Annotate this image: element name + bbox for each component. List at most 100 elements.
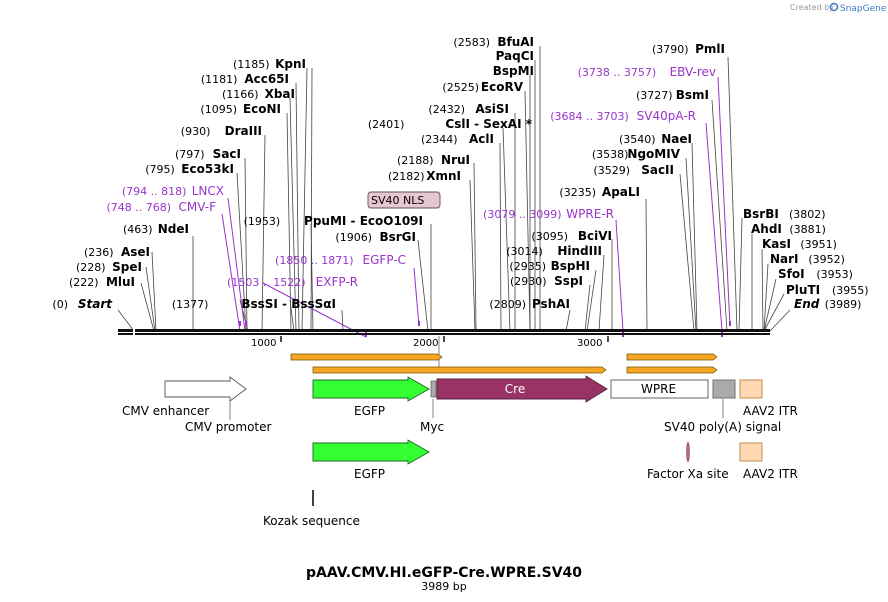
enzyme-site[interactable]: KpnI(1185) (233, 57, 306, 71)
primer-name: CMV-F (179, 200, 217, 214)
enzyme-site[interactable]: BsrGI(1906) (335, 230, 416, 244)
enzyme-site[interactable]: AseI(236) (84, 245, 150, 259)
enzyme-site[interactable]: PmlI(3790) (652, 42, 725, 56)
wpre-feature[interactable]: WPRE (610, 379, 709, 399)
enzyme-site[interactable]: AclI(2344) (421, 132, 494, 146)
enzyme-name: PmlI (695, 42, 725, 56)
factor-xa-feature[interactable] (686, 441, 690, 463)
enzyme-position: (228) (76, 261, 106, 274)
enzyme-site[interactable]: PaqCI (496, 49, 534, 63)
primer-site[interactable]: SV40pA-R(3684 .. 3703) (550, 109, 696, 123)
enzyme-position: (2401) (368, 118, 405, 131)
enzyme-name: PpuMI - EcoO109I (304, 214, 423, 228)
enzyme-site[interactable]: ApaLI (3235) (559, 185, 640, 199)
enzyme-position: (2930) (510, 275, 547, 288)
primer-range: (1503 .. 1522) (227, 276, 306, 289)
primer-range: (1850 .. 1871) (275, 254, 354, 267)
enzyme-site[interactable]: EcoRV(2525) (442, 80, 523, 94)
primer-labels: LNCX(794 .. 818) CMV-F (748 .. 768) EXFP-R(… (106, 65, 716, 289)
sv40-nls-tag[interactable]: SV40 NLS (367, 191, 441, 209)
primer-site[interactable]: LNCX(794 .. 818) (122, 184, 224, 198)
primer-site[interactable]: EXFP-R(1503 .. 1522) (227, 275, 358, 289)
enzyme-site[interactable]: SpeI (228) (76, 260, 142, 274)
enzyme-site[interactable]: XmnI(2182) (388, 169, 461, 183)
enzyme-site[interactable]: NaeI(3540) (619, 132, 692, 146)
enzyme-site[interactable]: PluTI(3955) (786, 283, 869, 297)
enzyme-name: Start (78, 297, 113, 311)
enzyme-name: SfoI (778, 267, 805, 281)
myc-feature[interactable] (430, 380, 437, 398)
cre-label: Cre (505, 382, 525, 396)
enzyme-name: ApaLI (602, 185, 640, 199)
enzyme-site[interactable]: Eco53kI(795) (145, 162, 234, 176)
enzyme-name: DraIII (225, 124, 262, 138)
enzyme-position: (2182) (388, 170, 425, 183)
enzyme-name: CslI - SexAI * (445, 117, 532, 131)
enzyme-name: BfuAI (497, 35, 534, 49)
enzyme-name: BciVI (578, 229, 612, 243)
enzyme-name: End (794, 297, 820, 311)
enzyme-site[interactable]: SacI(797) (175, 147, 241, 161)
enzyme-site[interactable]: MluI(222) (69, 275, 135, 289)
cmv-enhancer-feature[interactable] (164, 376, 247, 402)
sv40-polya-label: SV40 poly(A) signal (664, 420, 781, 434)
egfp-feature[interactable] (312, 376, 430, 402)
enzyme-site[interactable]: EcoNI(1095) (200, 102, 281, 116)
enzyme-site[interactable]: BspMI (493, 64, 534, 78)
enzyme-site[interactable]: BsmI(3727) (636, 88, 709, 102)
enzyme-site[interactable]: NruI(2188) (397, 153, 470, 167)
aav2-itr-feature-2[interactable] (739, 442, 763, 462)
enzyme-site[interactable]: BciVI(3095) (531, 229, 612, 243)
enzyme-site[interactable]: BfuAI(2583) (453, 35, 534, 49)
cre-feature[interactable]: Cre (436, 375, 608, 403)
primer-site[interactable]: WPRE-R(3079 .. 3099) (483, 207, 614, 221)
enzyme-site[interactable]: Acc65I(1181) (201, 72, 289, 86)
enzyme-site[interactable]: AsiSI(2432) (428, 102, 509, 116)
sv40-polya-feature[interactable] (712, 379, 736, 399)
primer-site[interactable]: EBV-rev(3738 .. 3757) (578, 65, 716, 79)
enzyme-position: (2809) (489, 298, 526, 311)
enzyme-position: (1377) (172, 298, 209, 311)
enzyme-site[interactable]: End(3989) (794, 297, 861, 311)
myc-label: Myc (420, 420, 444, 434)
enzyme-position: (3538) (592, 148, 629, 161)
sv40-nls-label: SV40 NLS (371, 194, 424, 207)
enzyme-site[interactable]: NarI(3952) (770, 252, 845, 266)
enzyme-position: (3235) (559, 186, 596, 199)
enzyme-position: (2935) (509, 260, 546, 273)
enzyme-name: SpeI (112, 260, 142, 274)
enzyme-site[interactable]: AhdI(3881) (751, 222, 826, 236)
enzyme-site[interactable]: NdeI(463) (123, 222, 189, 236)
enzyme-site[interactable]: Start(0) (52, 297, 113, 311)
enzyme-site[interactable]: KasI(3951) (762, 237, 837, 251)
snapgene-icon (829, 2, 839, 12)
primer-name: EBV-rev (670, 65, 716, 79)
enzyme-site[interactable]: SfoI(3953) (778, 267, 853, 281)
enzyme-site[interactable]: DraIII(930) (181, 124, 262, 138)
egfp-feature-2[interactable] (312, 439, 430, 465)
enzyme-site[interactable]: NgoMIV(3538) (592, 147, 681, 161)
enzyme-site[interactable]: BssSI - BssSαI(1377) (172, 297, 336, 311)
snapgene-logo[interactable]: SnapGene (829, 2, 887, 15)
enzyme-site[interactable]: SspI(2930) (510, 274, 583, 288)
enzyme-site[interactable]: PpuMI - EcoO109I(1953) (244, 214, 423, 228)
aav2-itr-feature-1[interactable] (739, 379, 763, 399)
enzyme-site[interactable]: BsrBI(3802) (743, 207, 826, 221)
enzyme-site[interactable]: XbaI(1166) (222, 87, 295, 101)
enzyme-site[interactable]: BspHI(2935) (509, 259, 590, 273)
ruler: 1000 2000 3000 (251, 336, 609, 349)
primer-site[interactable]: EGFP-C(1850 .. 1871) (275, 253, 406, 267)
enzyme-site[interactable]: PshAI(2809) (489, 297, 570, 311)
enzyme-site[interactable]: HindIII(3014) (506, 244, 602, 258)
ruler-tick-1000: 1000 (251, 338, 276, 349)
enzyme-position: (3529) (593, 164, 630, 177)
orf-arrows (290, 353, 718, 374)
primer-site[interactable]: CMV-F (748 .. 768) (106, 200, 216, 214)
enzyme-sites-right: BsrBI(3802)AhdI(3881)KasI(3951)NarI(3952… (743, 207, 869, 311)
snapgene-brand: SnapGene (840, 4, 887, 14)
enzyme-position: (3951) (800, 238, 837, 251)
primer-range: (748 .. 768) (106, 201, 171, 214)
enzyme-site[interactable]: CslI - SexAI * (2401) (368, 117, 533, 131)
enzyme-site[interactable]: SacII(3529) (593, 163, 674, 177)
